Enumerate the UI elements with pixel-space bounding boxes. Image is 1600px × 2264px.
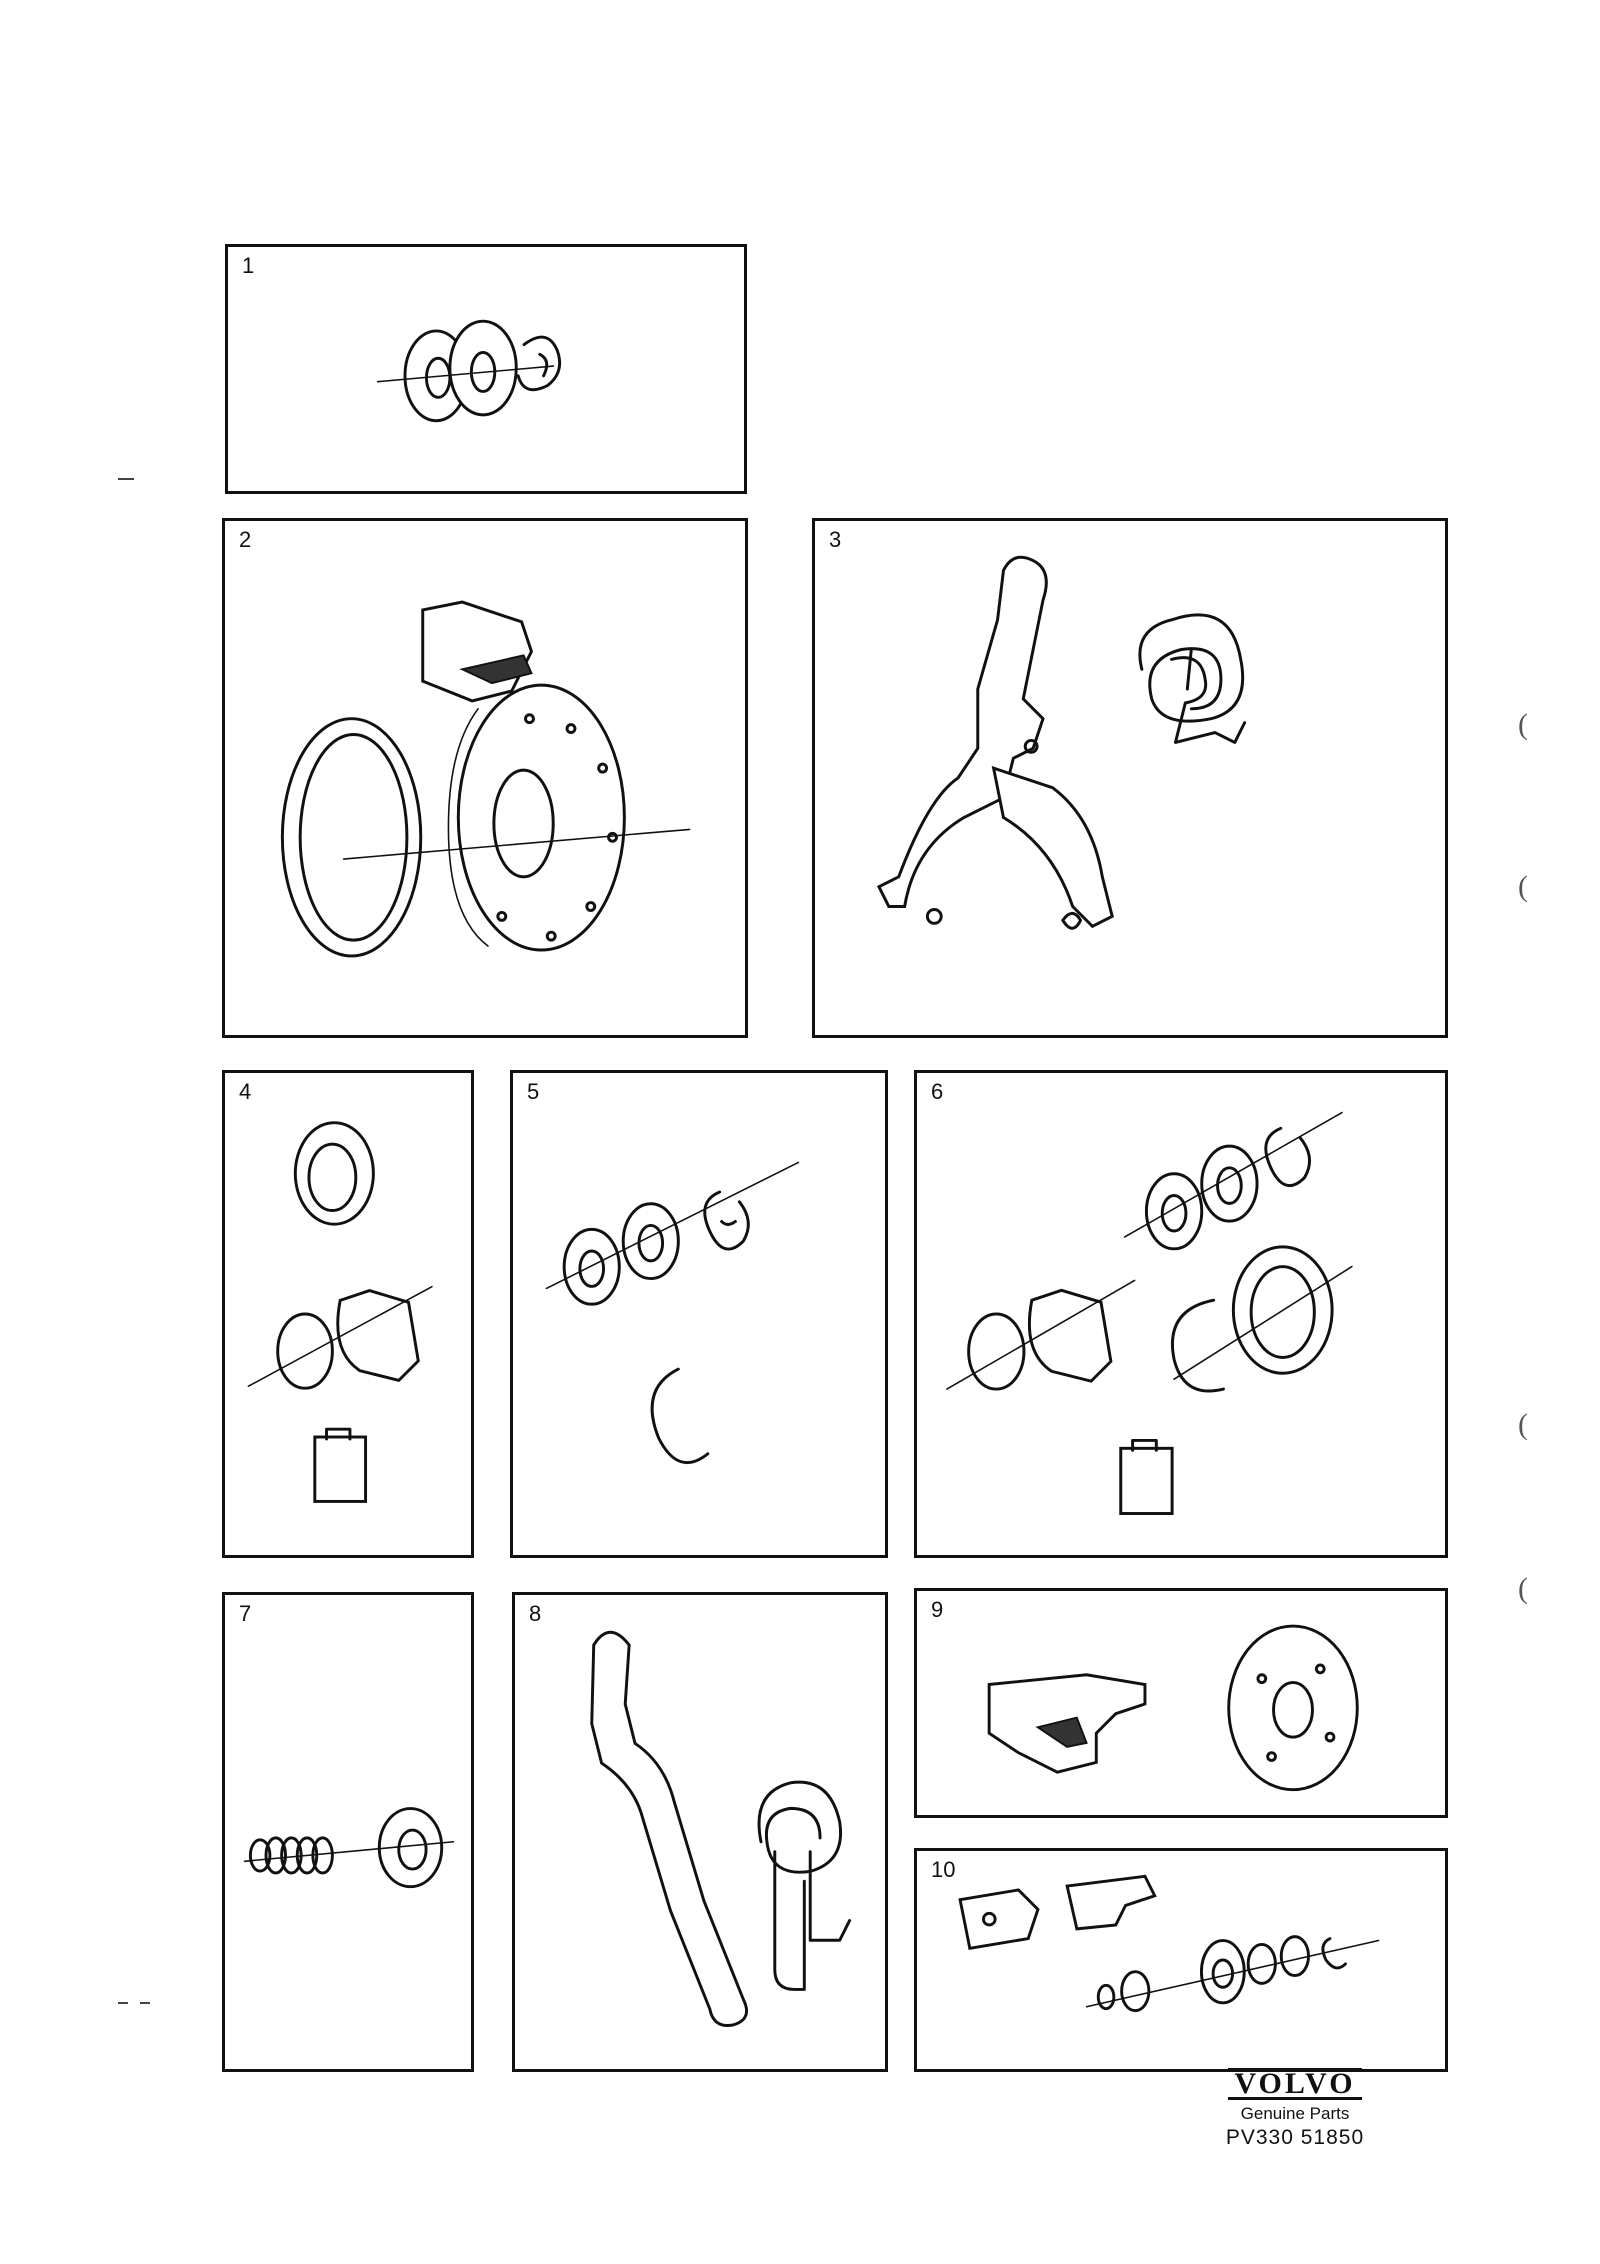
panel-number: 1	[242, 253, 255, 278]
washer-clip-illustration	[376, 319, 562, 423]
panel-5: 5	[510, 1070, 888, 1558]
brush-and-plate-illustration	[987, 1624, 1359, 1792]
ring-brush-illustration	[247, 1121, 433, 1503]
margin-mark: (	[1518, 1572, 1528, 1605]
panel-9: 9	[914, 1588, 1448, 1818]
panel-number: 5	[527, 1079, 540, 1104]
panel-number: 2	[239, 527, 252, 552]
lever-and-spring-illustration	[590, 1630, 852, 2027]
small-parts-set-illustration	[958, 1874, 1380, 2013]
panel-number: 4	[239, 1079, 252, 1104]
panel-number: 8	[529, 1601, 542, 1626]
margin-mark: (	[1518, 708, 1528, 741]
scan-mark	[118, 478, 134, 480]
washer-set-illustration	[545, 1161, 800, 1464]
washer-seal-brush-illustration	[946, 1111, 1353, 1515]
panel-number: 10	[931, 1857, 956, 1882]
panel-7: 7	[222, 1592, 474, 2072]
part-number: PV330 51850	[1225, 2126, 1365, 2149]
scan-mark	[140, 2002, 150, 2004]
spring-and-cap-illustration	[243, 1807, 455, 1889]
panel-3: 3	[812, 518, 1448, 1038]
panel-10: 10	[914, 1848, 1448, 2072]
margin-mark: (	[1518, 870, 1528, 903]
panel-4: 4	[222, 1070, 474, 1558]
panel-number: 9	[931, 1597, 944, 1622]
tagline: Genuine Parts	[1240, 2104, 1350, 2123]
brand-logo: VOLVO	[1228, 2068, 1362, 2100]
footer: VOLVO Genuine Parts PV330 51850	[1180, 2068, 1410, 2150]
panel-number: 3	[829, 527, 842, 552]
panel-number: 7	[239, 1601, 252, 1626]
panel-6: 6	[914, 1070, 1448, 1558]
panel-number: 6	[931, 1079, 944, 1104]
panel-2: 2	[222, 518, 748, 1038]
panel-8: 8	[512, 1592, 888, 2072]
seal-and-hub-illustration	[280, 600, 691, 958]
panel-1: 1	[225, 244, 747, 494]
lever-and-spring-illustration	[876, 555, 1247, 930]
margin-mark: (	[1518, 1408, 1528, 1441]
scan-mark	[118, 2002, 128, 2004]
